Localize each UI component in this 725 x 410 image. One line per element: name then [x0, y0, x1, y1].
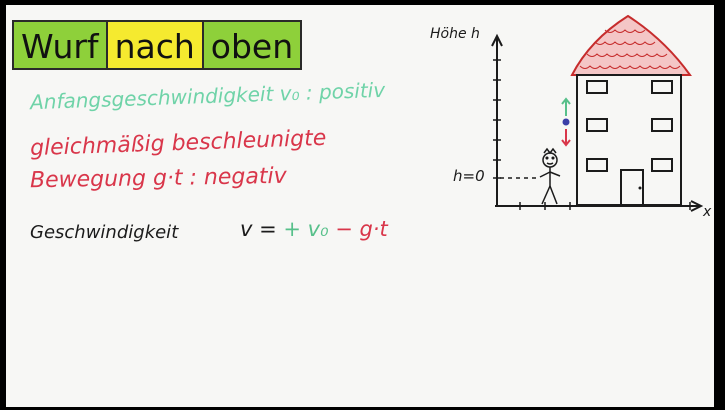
- ground-level-label: h=0: [453, 167, 485, 185]
- down-arrow-icon: [561, 129, 571, 147]
- title-word-wurf: Wurf: [12, 20, 108, 70]
- title-word-oben: oben: [201, 20, 303, 70]
- y-axis-label: Höhe h: [430, 26, 480, 42]
- formula-minus-gt: − g·t: [335, 217, 388, 241]
- formula-lhs: v =: [240, 217, 277, 241]
- x-axis-ticks: [519, 202, 691, 210]
- house-icon: [570, 14, 692, 206]
- stick-figure-icon: [539, 147, 561, 205]
- y-axis-ticks: [493, 59, 501, 179]
- ball-icon: [562, 118, 570, 126]
- x-axis-label: x: [703, 204, 712, 220]
- formula-plus-v0: + v₀: [283, 217, 329, 241]
- note-velocity-label: Geschwindigkeit: [30, 222, 179, 243]
- velocity-formula: v = + v₀ − g·t: [240, 217, 388, 241]
- lesson-title: Wurf nach oben: [12, 20, 303, 70]
- y-axis: [491, 33, 503, 206]
- up-arrow-icon: [561, 97, 571, 116]
